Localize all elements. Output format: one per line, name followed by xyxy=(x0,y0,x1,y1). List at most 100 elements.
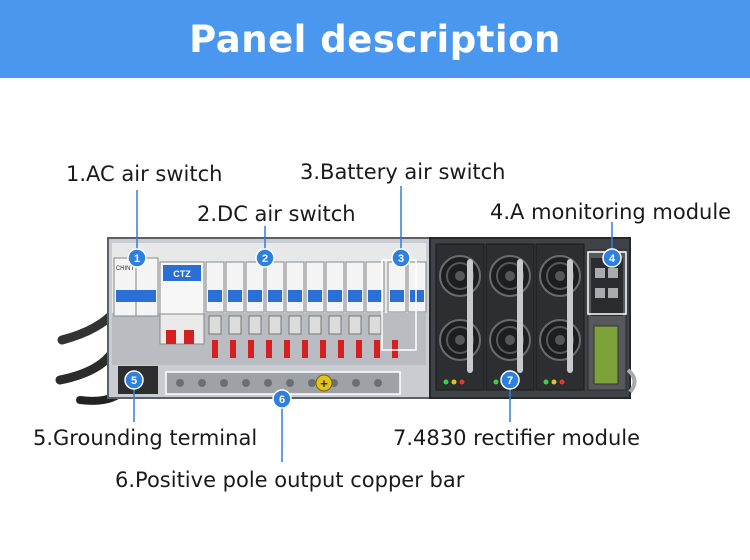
breaker-handle xyxy=(348,290,362,302)
red-wire xyxy=(230,340,236,358)
callout-number: 1 xyxy=(134,253,140,265)
label-ac-air-switch: 1.AC air switch xyxy=(66,162,223,186)
breaker-handle xyxy=(308,290,322,302)
bar-screw xyxy=(308,379,316,387)
led-icon xyxy=(493,379,499,385)
dc-breaker xyxy=(245,261,265,313)
breaker-terminal xyxy=(288,315,302,335)
breaker-brand: CHINT xyxy=(116,266,135,272)
callout-number: 6 xyxy=(279,394,285,406)
monitoring-module xyxy=(587,249,637,394)
bar-screw xyxy=(286,379,294,387)
led-icon xyxy=(443,379,449,385)
breaker-handle xyxy=(390,290,404,302)
red-wires xyxy=(212,340,398,358)
callout-number: 2 xyxy=(262,253,268,265)
copper-bar-screws xyxy=(176,379,382,387)
breaker-handle xyxy=(248,290,262,302)
label-copper-bar: 6.Positive pole output copper bar xyxy=(115,468,465,492)
dc-breaker xyxy=(265,261,285,313)
breaker-terminal xyxy=(348,315,362,335)
dc-breaker xyxy=(345,261,365,313)
lcd-display xyxy=(593,325,619,385)
battery-breaker xyxy=(387,261,407,313)
dc-breakers: CHINT xyxy=(116,261,427,335)
header-banner: Panel description xyxy=(0,0,750,78)
callout-circle xyxy=(124,370,144,390)
red-wire xyxy=(392,340,398,358)
callout-number: 7 xyxy=(507,375,513,387)
ac-breakers xyxy=(113,257,159,317)
dc-breaker xyxy=(285,261,305,313)
red-wire xyxy=(284,340,290,358)
rectifier-modules xyxy=(435,243,585,391)
callout-circle xyxy=(255,248,275,268)
breaker-terminal xyxy=(248,315,262,335)
label-monitoring-module: 4.A monitoring module xyxy=(490,200,732,224)
bar-screw xyxy=(374,379,382,387)
breaker-terminal xyxy=(268,315,282,335)
label-rectifier-module: 7.4830 rectifier module xyxy=(393,426,641,450)
breaker-terminal xyxy=(228,315,242,335)
fan-hub xyxy=(505,335,515,345)
led-icon xyxy=(451,379,457,385)
bar-screw xyxy=(352,379,360,387)
breaker-handle xyxy=(228,290,242,302)
fan-hub xyxy=(505,271,515,281)
breaker-handle xyxy=(288,290,302,302)
red-wire xyxy=(374,340,380,358)
dc-breaker xyxy=(225,261,245,313)
callout-markers: 1 2 3 4 5 6 7 xyxy=(124,186,627,462)
breaker-handle xyxy=(328,290,342,302)
bar-screw xyxy=(264,379,272,387)
led-icon xyxy=(551,379,557,385)
fan-hub xyxy=(455,335,465,345)
fan-hub xyxy=(455,271,465,281)
callout-number: 3 xyxy=(398,253,404,265)
plus-sign: + xyxy=(320,376,328,391)
positive-terminal-icon xyxy=(315,374,333,392)
breaker-terminal xyxy=(328,315,342,335)
callout-circle xyxy=(272,389,292,409)
page-title: Panel description xyxy=(189,17,561,61)
red-wire xyxy=(212,340,218,358)
label-grounding-terminal: 5.Grounding terminal xyxy=(33,426,258,450)
callout-circle xyxy=(602,248,622,268)
led-icon xyxy=(543,379,549,385)
fan-hub xyxy=(555,335,565,345)
breaker-handle xyxy=(208,290,222,302)
red-wire xyxy=(338,340,344,358)
callout-circle xyxy=(391,248,411,268)
red-wire xyxy=(266,340,272,358)
bar-screw xyxy=(220,379,228,387)
battery-breaker xyxy=(407,261,427,313)
red-wire xyxy=(320,340,326,358)
breaker-handle xyxy=(410,290,424,302)
led-icon xyxy=(559,379,565,385)
red-wire xyxy=(248,340,254,358)
breaker-terminal xyxy=(208,315,222,335)
breaker-handle xyxy=(368,290,382,302)
breaker-handle xyxy=(268,290,282,302)
red-wire xyxy=(356,340,362,358)
fan-hub xyxy=(555,271,565,281)
label-battery-air-switch: 3.Battery air switch xyxy=(300,160,506,184)
breaker-terminal xyxy=(308,315,322,335)
bar-screw xyxy=(176,379,184,387)
callout-number: 4 xyxy=(609,253,616,265)
red-wire xyxy=(302,340,308,358)
led-icon xyxy=(459,379,465,385)
dc-breaker xyxy=(325,261,345,313)
surge-protector: CTZ xyxy=(159,261,205,345)
breaker-terminal xyxy=(368,315,382,335)
callout-circle xyxy=(500,370,520,390)
dc-breaker xyxy=(305,261,325,313)
callout-circle xyxy=(127,248,147,268)
bar-screw xyxy=(242,379,250,387)
callout-number: 5 xyxy=(131,375,137,387)
bar-screw xyxy=(198,379,206,387)
dc-breaker xyxy=(205,261,225,313)
spd-brand: CTZ xyxy=(173,269,191,279)
label-dc-air-switch: 2.DC air switch xyxy=(197,202,356,226)
